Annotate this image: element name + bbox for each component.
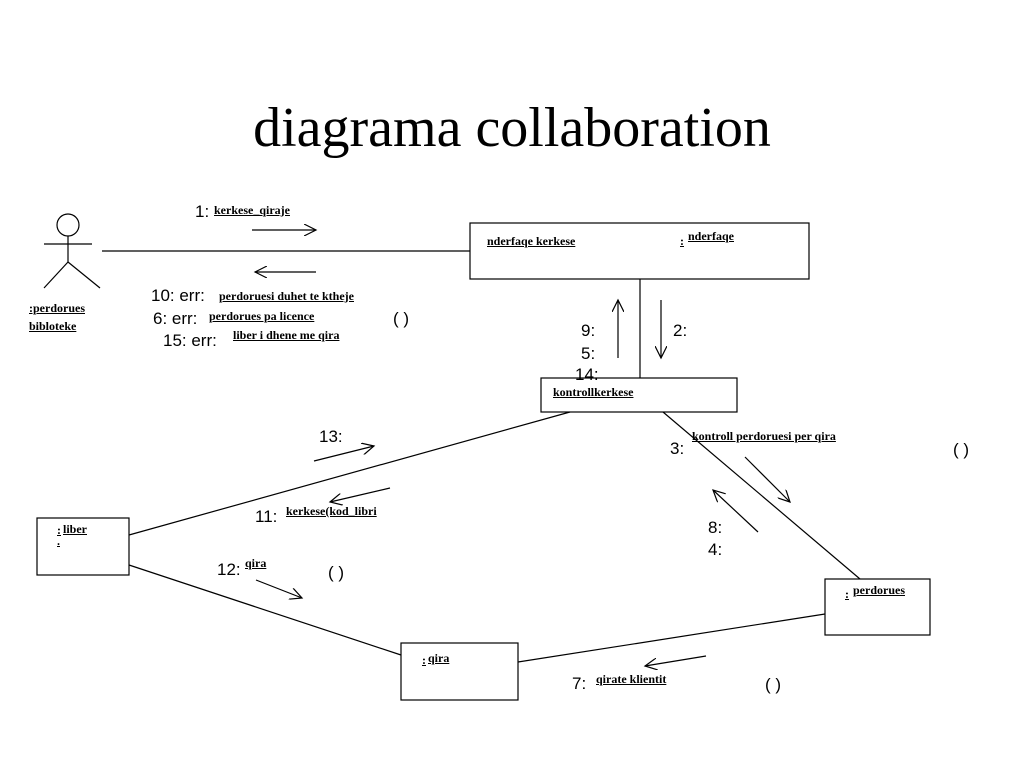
msg-12-parens: ( ): [328, 563, 345, 582]
msg-6-parens: ( ): [393, 309, 410, 328]
msg-8-num: 8:: [708, 518, 723, 537]
msg-3-label: kontroll perdoruesi per qira: [692, 429, 836, 443]
object-sep-qira: :: [422, 653, 426, 667]
msg-10-label: perdoruesi duhet te ktheje: [219, 289, 354, 303]
object-class-qira: qira: [428, 651, 450, 665]
arrow-m7: [645, 655, 707, 666]
object-dot-liber: .: [57, 534, 60, 548]
link-kontroll-liber: [128, 411, 571, 536]
arrow-m13: [313, 446, 374, 462]
object-box-liber: [36, 517, 130, 576]
arrow-m8: [713, 490, 759, 533]
link-kontroll-perdorues: [662, 411, 861, 580]
link-qira-perdorues: [517, 613, 826, 663]
msg-15-num: 15: err:: [163, 331, 217, 350]
arrow-m3: [744, 456, 790, 502]
msg-7-parens: ( ): [765, 675, 782, 694]
actor-stick-figure: [43, 213, 101, 289]
msg-9-num: 9:: [581, 321, 596, 340]
arrow-m11: [330, 487, 391, 502]
msg-7-num: 7:: [572, 674, 587, 693]
object-box-perdorues: [824, 578, 931, 636]
msg-2-num: 2:: [673, 321, 688, 340]
msg-3-num: 3:: [670, 439, 685, 458]
object-sep-perdorues: :: [845, 587, 849, 601]
msg-12-num: 12:: [217, 560, 241, 579]
msg-1-num: 1:: [195, 202, 210, 221]
msg-5-num: 5:: [581, 344, 596, 363]
msg-13-num: 13:: [319, 427, 343, 446]
msg-10-num: 10: err:: [151, 286, 205, 305]
object-class-perdorues: perdorues: [853, 583, 905, 597]
msg-11-num: 11:: [255, 507, 278, 526]
object-box-qira: [400, 642, 519, 701]
object-box-nderfaqe: [469, 222, 810, 280]
msg-6-label: perdorues pa licence: [209, 309, 315, 323]
arrow-m12: [255, 579, 302, 598]
actor-type: bibloteke: [29, 319, 77, 333]
msg-6-num: 6: err:: [153, 309, 198, 328]
msg-4-num: 4:: [708, 540, 723, 559]
msg-3-parens: ( ): [953, 440, 970, 459]
link-liber-qira: [128, 564, 402, 656]
object-sep-liber: :: [57, 523, 61, 537]
diagram-title: diagrama collaboration: [253, 97, 771, 159]
msg-7-label: qirate klientit: [596, 672, 667, 686]
msg-1-label: kerkese_qiraje: [214, 203, 290, 217]
object-name-kontrollkerkese: kontrollkerkese: [553, 385, 634, 399]
object-class-liber: liber: [63, 522, 87, 536]
object-class-nderfaqe: nderfaqe: [688, 229, 734, 243]
msg-14-num: 14:: [575, 365, 599, 384]
actor-name: :perdorues: [29, 301, 85, 315]
object-box-kontrollkerkese: [540, 377, 738, 413]
object-name-nderfaqe: nderfaqe kerkese: [487, 234, 576, 248]
object-sep-nderfaqe: :: [680, 234, 684, 248]
msg-15-label: liber i dhene me qira: [233, 328, 340, 342]
msg-11-label: kerkese(kod_libri: [286, 504, 377, 518]
msg-12-label: qira: [245, 556, 267, 570]
